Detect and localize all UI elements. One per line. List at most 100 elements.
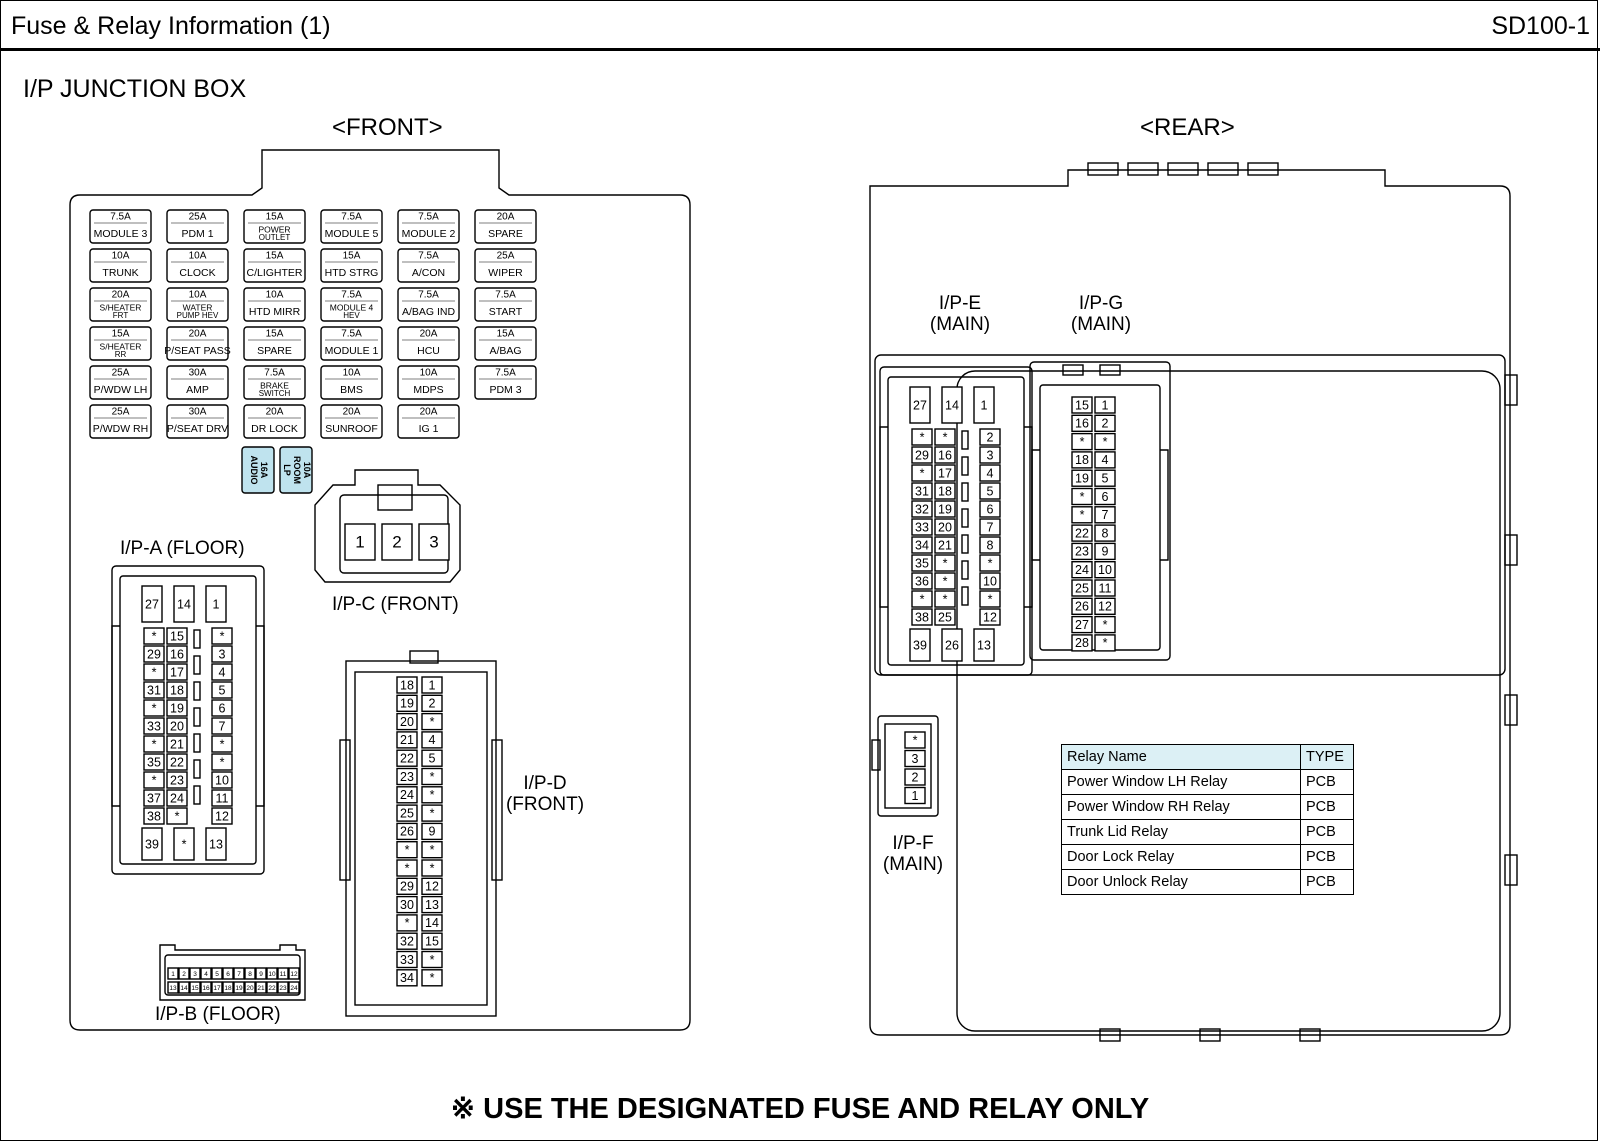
relay-name: Power Window RH Relay (1061, 794, 1301, 820)
ipe-label-line1: I/P-E (938, 293, 982, 314)
pin-label: 24 (1075, 563, 1089, 577)
ipe-pin (941, 628, 963, 662)
ipg-pin (1094, 524, 1116, 542)
ipb-pin (288, 967, 300, 980)
pin-label: 4 (204, 971, 208, 978)
ipe-pin (979, 482, 1001, 500)
pin-label: 20 (246, 985, 254, 992)
ipb-pin (244, 981, 256, 994)
ipb-pin (178, 981, 190, 994)
ipd-pin (421, 932, 443, 950)
rear-top-tab (1127, 162, 1159, 176)
ipa-pin (143, 681, 165, 699)
fuse-rating: 20A (112, 290, 130, 301)
ipa-pin (166, 807, 188, 825)
ipb-pin (244, 967, 256, 980)
ipe-key (961, 482, 969, 502)
ipe-pin (934, 554, 956, 572)
pin-label: 26 (1075, 600, 1089, 614)
pin-label: 17 (213, 985, 221, 992)
pin-label: 27 (1075, 618, 1089, 632)
pin-label: 17 (170, 665, 184, 679)
ipa-key (193, 759, 201, 779)
pin-label: 17 (938, 466, 952, 480)
pin-label: * (430, 971, 435, 985)
pin-label: 12 (983, 610, 997, 624)
fuse-rating: 10A (112, 251, 130, 262)
relay-name: Trunk Lid Relay (1061, 819, 1301, 845)
ipf-pin (904, 749, 926, 768)
pin-label: * (152, 665, 157, 679)
pin-label: 1 (171, 971, 175, 978)
ipa-pin (141, 585, 163, 623)
ipe-pin (979, 572, 1001, 590)
pin-label: 34 (400, 971, 414, 985)
ipa-key (193, 785, 201, 805)
ipd-pin (396, 749, 418, 767)
ipd-pin (421, 804, 443, 822)
relay-type: PCB (1300, 769, 1354, 795)
ipg-pin (1071, 432, 1093, 451)
fuse-rating: 7.5A (495, 368, 516, 379)
ipa-pin (166, 771, 188, 789)
ipg-pin (1094, 432, 1116, 451)
pin-label: 4 (219, 665, 226, 679)
ipe-pin (934, 608, 956, 626)
fuse-slot (89, 365, 152, 400)
pin-label: 21 (170, 737, 184, 751)
ipa-pin (141, 827, 163, 861)
ipg-label-line2: (MAIN) (1070, 314, 1132, 335)
ipg-right-tab (1160, 449, 1169, 561)
ipa-pin (205, 585, 227, 623)
ipe-pin (911, 518, 933, 536)
fuse-name: START (489, 306, 523, 318)
ipa-pin (211, 789, 233, 807)
pin-label: * (220, 737, 225, 751)
ipa-pin (143, 753, 165, 771)
pin-label: 10 (215, 773, 229, 787)
ipg-pin (1094, 451, 1116, 469)
pin-label: 32 (400, 934, 414, 948)
fuse-slot (89, 404, 152, 439)
pin-label: 7 (987, 520, 994, 534)
ipb-pin (277, 981, 289, 994)
pin-label: * (430, 953, 435, 967)
pin-label: 15 (170, 629, 184, 643)
notice-text: ※ USE THE DESIGNATED FUSE AND RELAY ONLY (450, 1093, 1150, 1125)
rear-bottom-clip (1299, 1028, 1321, 1042)
ipa-pin (143, 807, 165, 825)
fuse-slot (320, 404, 383, 439)
page-code: SD100-1 (1491, 12, 1590, 40)
ipa-pin (143, 663, 165, 681)
fuse-name: P/SEAT DRV (167, 423, 228, 435)
pin-label: * (1080, 508, 1085, 522)
ipc-label: I/P-C (FRONT) (332, 594, 459, 615)
pin-label: * (405, 916, 410, 930)
fuse-name: A/BAG (489, 345, 521, 357)
fuse-slot (320, 209, 383, 244)
relay-type-header: TYPE (1300, 744, 1354, 770)
ipb-pin (167, 967, 179, 980)
rear-pcb-area (956, 370, 1501, 1032)
ipf-pin (904, 786, 926, 805)
relay-name-header: Relay Name (1061, 744, 1301, 770)
pin-label: 13 (425, 898, 439, 912)
pin-label: 14 (425, 916, 439, 930)
ipg-latch (1062, 364, 1084, 376)
fuse-name: HTD MIRR (249, 306, 301, 318)
pin-label: 35 (147, 755, 161, 769)
pin-label: 33 (147, 719, 161, 733)
ipb-label: I/P-B (FLOOR) (155, 1004, 281, 1025)
fuse-rating: 15A (112, 329, 130, 340)
pin-label: 9 (259, 971, 263, 978)
fuse-slot (89, 326, 152, 361)
fuse-slot (320, 248, 383, 283)
fuse-name: MODULE 5 (325, 228, 379, 240)
fuse-slot (166, 287, 229, 322)
ipe-pin (979, 518, 1001, 536)
pin-label: 6 (226, 971, 230, 978)
fuse-slot (166, 326, 229, 361)
pin-label: 2 (912, 770, 919, 784)
pin-label: 23 (279, 985, 287, 992)
